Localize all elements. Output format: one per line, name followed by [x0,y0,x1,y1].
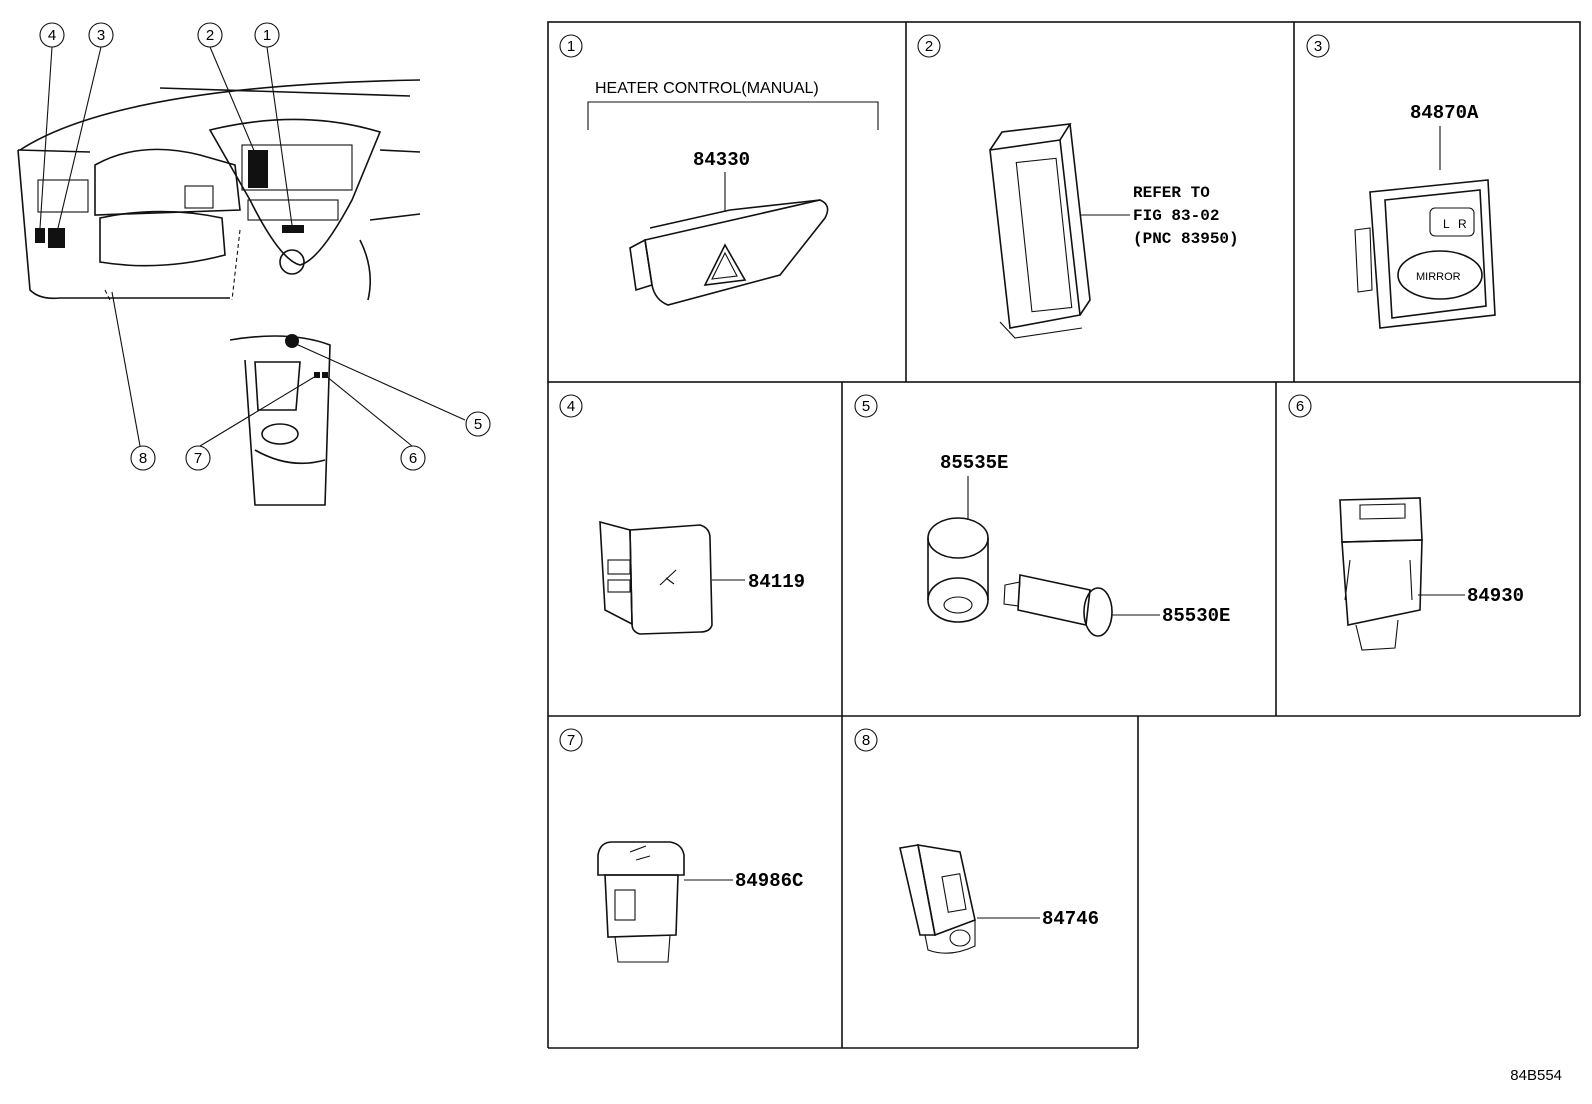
switch-module-drawing [989,123,1091,339]
part-84870A: 84870A [1410,102,1479,124]
panel-3-number: 3 [1314,38,1322,55]
overview-callout-1: 1 [254,22,280,48]
panel-4-number: 4 [567,398,575,415]
svg-text:2: 2 [206,27,214,44]
svg-text:7: 7 [194,450,202,467]
panel-8: 8 84746 [854,728,1099,954]
part-85535E: 85535E [940,452,1008,474]
overview-callout-5: 5 [465,411,491,437]
refer-note-line-2: FIG 83-02 [1133,207,1219,225]
overview-callout-7: 7 [185,445,211,471]
mirror-switch-drawing: L R MIRROR [1354,179,1496,329]
panel-6: 6 84930 [1288,394,1524,651]
panel-1: 1 HEATER CONTROL(MANUAL) 84330 [559,34,879,306]
panel-7: 7 84986C [559,728,803,963]
panel-7-number: 7 [567,732,575,749]
lighter-drawing [1003,574,1113,637]
part-84119: 84119 [748,571,805,593]
svg-text:3: 3 [97,27,105,44]
svg-text:6: 6 [409,450,417,467]
svg-text:5: 5 [474,416,482,433]
part-84986C: 84986C [735,870,803,892]
part-85530E: 85530E [1162,605,1230,627]
panel-grid [547,21,1581,1049]
svg-text:1: 1 [263,27,271,44]
diagram-id: 84B554 [1510,1067,1562,1084]
part-84330: 84330 [693,149,750,171]
panel-4: 4 84119 [559,394,805,635]
panel-1-number: 1 [567,38,575,55]
overview-callout-3: 3 [88,22,114,48]
svg-text:8: 8 [139,450,147,467]
part-84746: 84746 [1042,908,1099,930]
switch-84119-drawing [599,520,713,635]
refer-note-line-1: REFER TO [1133,184,1210,202]
panel-5-number: 5 [862,398,870,415]
part-84930: 84930 [1467,585,1524,607]
panel-2: 2 REFER TO FIG 83-02 (PNC 83950) [917,34,1239,339]
overview-callout-6: 6 [400,445,426,471]
panel-5: 5 85535E 85530E [854,394,1230,637]
mirror-label: MIRROR [1416,271,1461,283]
overview-callout-8: 8 [130,445,156,471]
dashboard-overview [17,46,466,506]
overview-callout-4: 4 [39,22,65,48]
panel-6-number: 6 [1296,398,1304,415]
switch-84930-drawing [1339,497,1423,651]
overview-callout-2: 2 [197,22,223,48]
hazard-switch-drawing [629,199,829,306]
panel-8-number: 8 [862,732,870,749]
usb-port-drawing [899,844,976,954]
mirror-r-label: R [1458,217,1467,231]
svg-text:4: 4 [48,27,56,44]
panel-3: 3 84870A L R MIRROR [1306,34,1496,329]
panel-2-number: 2 [925,38,933,55]
heater-control-header: HEATER CONTROL(MANUAL) [595,80,819,97]
refer-note-line-3: (PNC 83950) [1133,230,1239,248]
power-outlet-drawing [927,517,989,623]
mirror-l-label: L [1443,217,1450,231]
switch-84986C-drawing [597,841,685,963]
